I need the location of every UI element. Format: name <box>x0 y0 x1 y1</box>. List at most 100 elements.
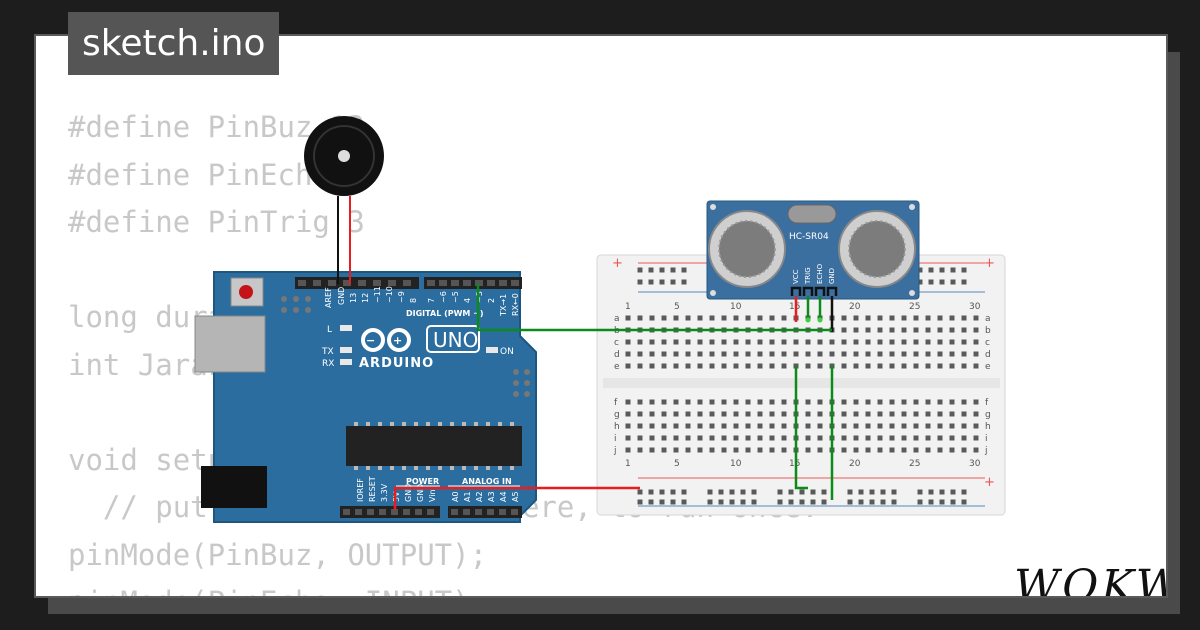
pin-label: A4 <box>499 491 508 502</box>
row-letter: c <box>614 338 619 348</box>
pin-label: ~10 <box>385 286 394 303</box>
svg-text:+: + <box>612 256 623 271</box>
pin-label: 13 <box>349 293 358 303</box>
pin-label: A2 <box>475 491 484 502</box>
usb-port <box>194 315 266 373</box>
col-number: 20 <box>849 302 861 312</box>
row-letter: g <box>614 410 620 420</box>
pin-label: 2 <box>487 298 496 303</box>
row-letter: f <box>614 398 618 408</box>
code-line: pinMode(PinBuz, OUTPUT); <box>68 537 488 572</box>
piezo-buzzer[interactable] <box>304 116 384 284</box>
row-letter: g <box>985 410 991 420</box>
sensor-name: HC-SR04 <box>789 232 829 242</box>
col-number: 30 <box>969 459 981 469</box>
svg-text:+: + <box>393 334 402 347</box>
pin-label: ~5 <box>451 291 460 303</box>
row-letter: h <box>985 422 991 432</box>
row-letter: b <box>985 326 991 336</box>
row-letter: f <box>985 398 989 408</box>
pin-label: IOREF <box>356 478 365 502</box>
row-letter: j <box>984 446 988 456</box>
led-l <box>340 325 352 331</box>
analog-header[interactable] <box>448 506 522 518</box>
pin-label: GND <box>337 287 346 305</box>
led-tx <box>340 347 352 353</box>
pin-label: ~9 <box>397 291 406 303</box>
arduino-logo-text: ARDUINO <box>359 356 434 371</box>
breadboard-column-numbers: 1 5 10 15 20 25 30 1 5 10 15 20 25 30 <box>625 302 981 469</box>
pin-label: RESET <box>368 476 377 502</box>
col-number: 1 <box>625 302 631 312</box>
col-number: 20 <box>849 459 861 469</box>
row-letter: h <box>614 422 620 432</box>
pin-label: 7 <box>427 298 436 303</box>
row-letter: d <box>985 350 991 360</box>
sensor-pin-label: GND <box>828 268 836 284</box>
led-label-rx: RX <box>322 359 334 369</box>
sensor-pin-label: VCC <box>792 269 800 284</box>
code-line: pinMode(PinEcho, INPUT); <box>68 579 819 596</box>
col-number: 25 <box>909 459 920 469</box>
wokwi-logo: WOKWi <box>1014 561 1166 598</box>
breadboard[interactable]: + + + 1 5 10 15 20 25 30 1 5 10 15 20 25… <box>596 254 1006 516</box>
atmega-chip <box>346 426 522 466</box>
pin-label: A1 <box>463 491 472 502</box>
pin-label: 12 <box>361 293 370 303</box>
row-letter: a <box>985 314 991 324</box>
pin-label: ~3 <box>475 291 484 303</box>
row-letter: e <box>614 362 620 372</box>
pin-label: GND <box>416 484 425 502</box>
pin-label: GND <box>404 484 413 502</box>
digital-label: DIGITAL (PWM ~) <box>406 309 484 318</box>
col-number: 5 <box>674 459 680 469</box>
col-number: 10 <box>730 302 742 312</box>
row-letter: i <box>985 434 988 444</box>
col-number: 1 <box>625 459 631 469</box>
pin-label: 5V <box>392 491 401 502</box>
arduino-uno-board[interactable]: AREF GND 13 12 ~11 ~10 ~9 8 7 ~6 ~5 4 ~3… <box>194 271 537 523</box>
pin-label: A3 <box>487 491 496 502</box>
digital-header-right[interactable] <box>424 277 522 289</box>
file-tab-sketch[interactable]: sketch.ino <box>68 12 280 75</box>
led-label-l: L <box>327 325 332 335</box>
sensor-receiver <box>838 210 916 288</box>
pin-label: 3.3V <box>380 483 389 502</box>
sensor-pin-label: TRIG <box>804 267 812 285</box>
row-letter: d <box>614 350 620 360</box>
on-label: ON <box>500 347 514 357</box>
wires <box>393 284 834 510</box>
row-letter: i <box>614 434 617 444</box>
svg-text:−: − <box>366 334 375 347</box>
led-label-tx: TX <box>321 347 334 357</box>
pin-label: TX→1 <box>499 294 508 317</box>
sensor-transmitter <box>708 210 786 288</box>
col-number: 5 <box>674 302 680 312</box>
pin-label: 8 <box>409 298 418 303</box>
pin-label: A0 <box>451 491 460 502</box>
led-on <box>486 347 498 353</box>
pin-label: ~11 <box>373 286 382 303</box>
arduino-infinity-logo <box>361 328 411 352</box>
hc-sr04-ultrasonic-sensor[interactable]: HC-SR04 VCC TRIG ECHO GND <box>706 200 920 332</box>
row-letter: e <box>985 362 991 372</box>
dc-power-jack <box>201 466 267 508</box>
sensor-pin-label: ECHO <box>816 263 824 284</box>
breadboard-holes <box>625 267 979 505</box>
pin-label: 4 <box>463 298 472 303</box>
svg-text:+: + <box>984 475 995 490</box>
row-letter: c <box>985 338 990 348</box>
uno-badge: UNO <box>433 328 478 352</box>
pin-label: ~6 <box>439 291 448 303</box>
row-letter: a <box>614 314 620 324</box>
pin-label: Vin <box>428 489 437 502</box>
col-number: 25 <box>909 302 920 312</box>
analog-label: ANALOG IN <box>462 477 512 486</box>
pin-label: A5 <box>511 491 520 502</box>
col-number: 15 <box>789 302 800 312</box>
pin-label: RX←0 <box>511 293 520 316</box>
pin-label: AREF <box>324 287 333 308</box>
col-number: 15 <box>789 459 800 469</box>
row-letter: j <box>613 446 617 456</box>
